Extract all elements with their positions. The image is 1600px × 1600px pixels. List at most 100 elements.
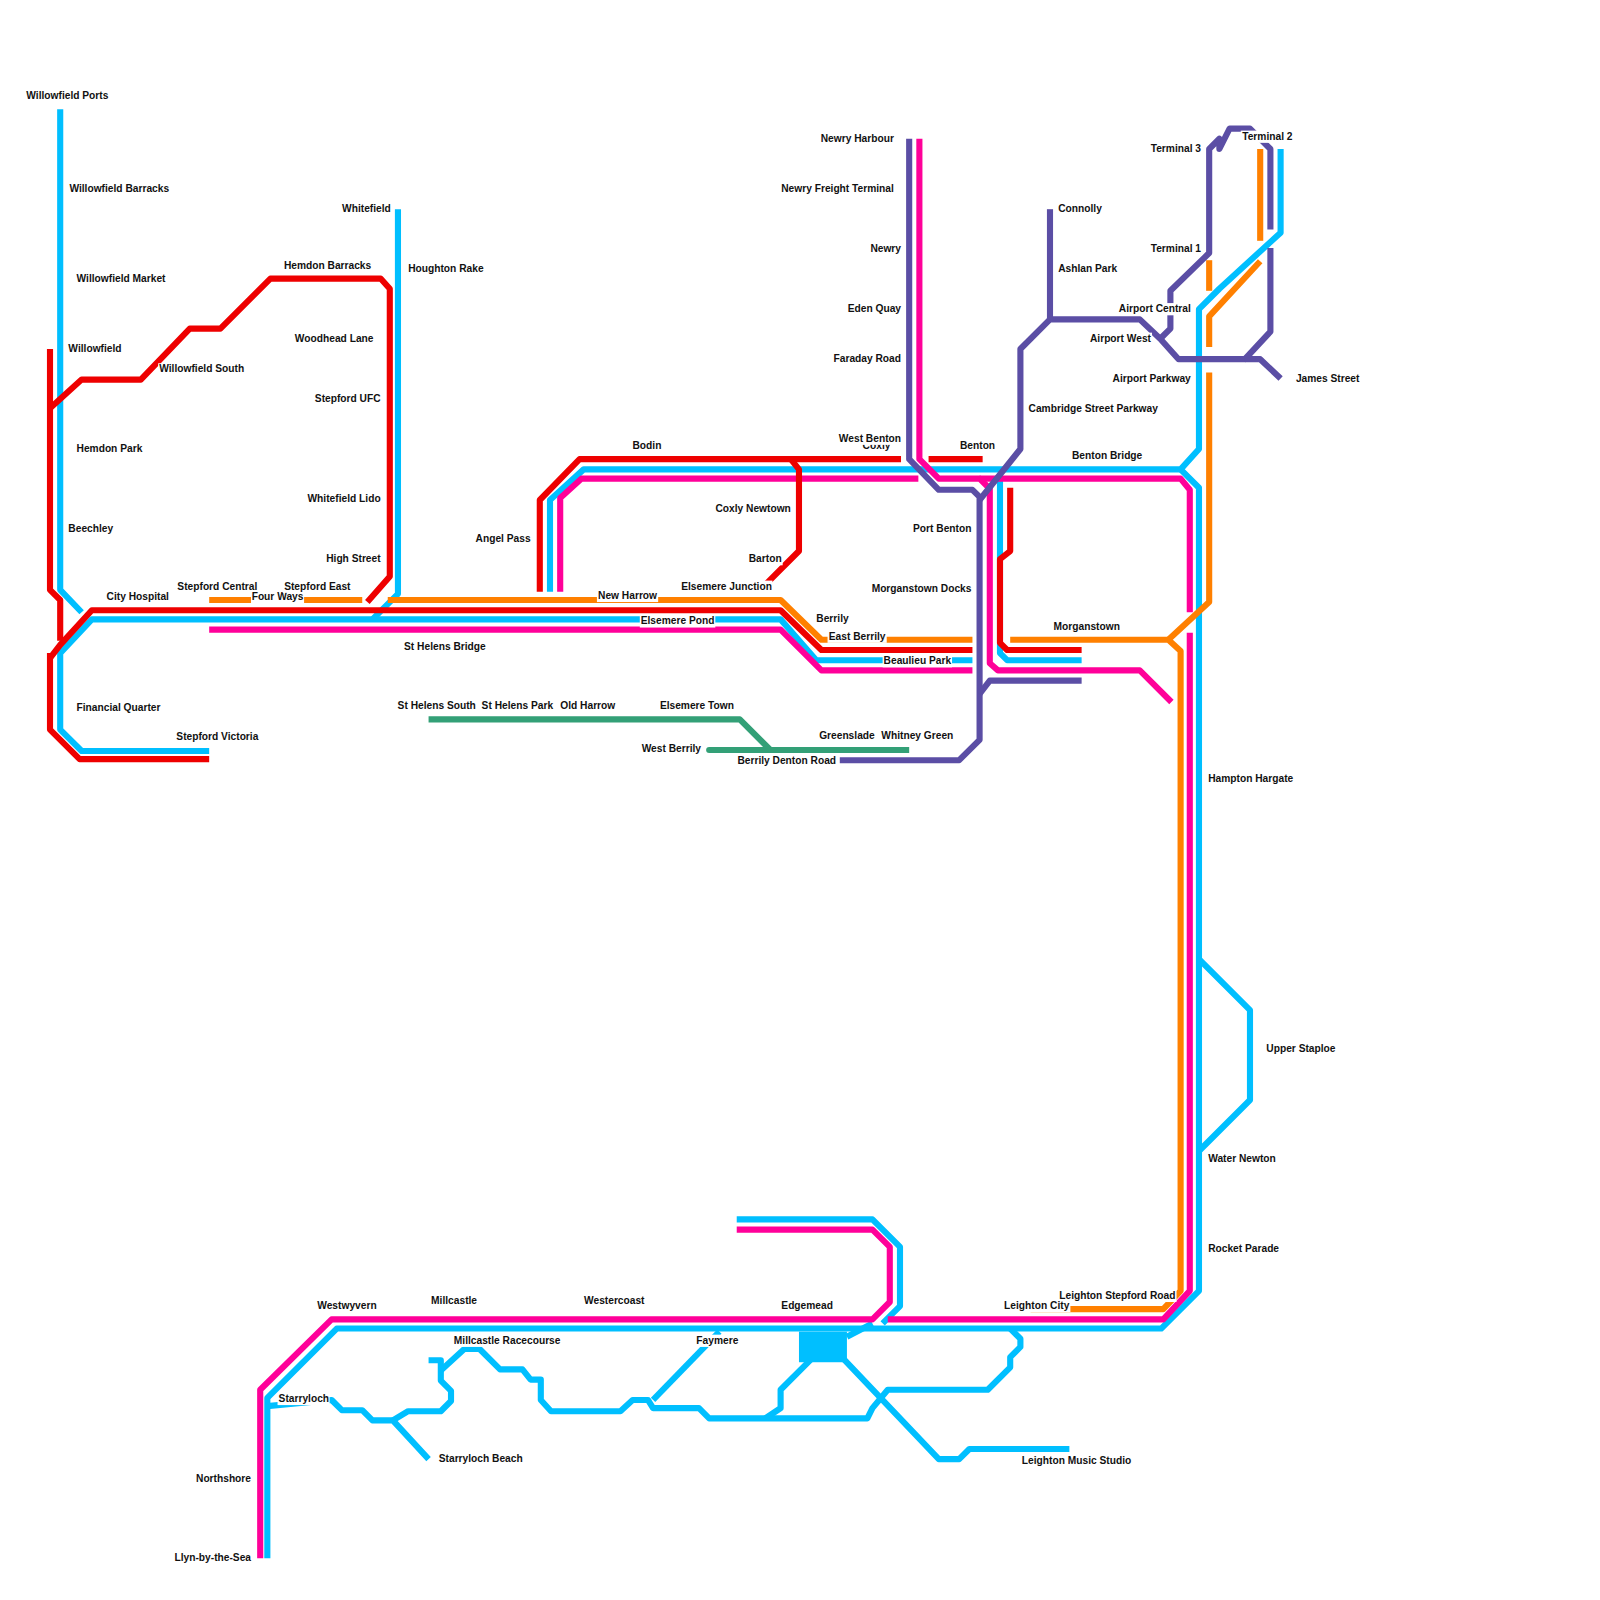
station-label: James Street — [1295, 372, 1361, 384]
station-label: Edgemead — [780, 1300, 834, 1312]
station-label: Stepford Victoria — [175, 731, 259, 743]
route-line — [560, 479, 918, 592]
route-line — [765, 1357, 813, 1418]
station-label: Westwyvern — [316, 1300, 377, 1312]
station-label: Elsemere Junction — [680, 581, 773, 593]
station-label: Willowfield Ports — [25, 90, 109, 102]
route-line — [50, 610, 972, 658]
station-label: Port Benton — [912, 522, 972, 534]
station-label: Leighton City — [1003, 1300, 1070, 1312]
station-label: Hampton Hargate — [1207, 772, 1294, 784]
route-line — [50, 279, 390, 602]
route-line — [1047, 209, 1053, 319]
station-label: Whitefield Lido — [306, 493, 381, 505]
station-label: Hemdon Park — [76, 443, 144, 455]
station-label: Millcastle — [430, 1295, 478, 1307]
station-label: Airport West — [1089, 333, 1152, 345]
station-label: Stepford East — [283, 581, 351, 593]
route-line — [441, 1329, 1021, 1419]
station-label: Benton Bridge — [1071, 450, 1143, 462]
station-label: Morganstown — [1053, 620, 1121, 632]
station-label: Airport Parkway — [1112, 372, 1192, 384]
station-label: Angel Pass — [475, 533, 532, 545]
station-label: Northshore — [195, 1472, 252, 1484]
station-label: Old Harrow — [559, 700, 616, 712]
route-line — [1206, 260, 1212, 291]
station-label: Financial Quarter — [76, 702, 162, 714]
route-line — [842, 1357, 1070, 1459]
route-line — [1000, 480, 1082, 661]
route-line — [760, 459, 799, 590]
station-label: Willowfield Market — [76, 272, 167, 284]
route-line — [847, 1323, 873, 1336]
route-line — [267, 469, 1199, 1558]
station-label: Houghton Rake — [407, 263, 484, 275]
route-line — [50, 653, 209, 759]
station-label: Terminal 3 — [1150, 143, 1202, 155]
station-label: Water Newton — [1207, 1153, 1277, 1165]
station-label: Airport Central — [1118, 303, 1192, 315]
station-label: Whitefield — [341, 203, 392, 215]
station-label: Llyn-by-the-Sea — [173, 1552, 252, 1564]
station-label: Westercoast — [583, 1295, 646, 1307]
route-line — [550, 149, 1281, 592]
magenta-routes — [209, 139, 1190, 1558]
station-label: Barton — [748, 553, 783, 565]
station-label: Willowfield — [67, 343, 122, 355]
station-label: St Helens South — [397, 700, 477, 712]
route-line — [267, 1400, 428, 1459]
station-label: Stepford Central — [176, 581, 258, 593]
station-label: East Berrily — [828, 631, 887, 643]
station-label: Eden Quay — [847, 303, 902, 315]
route-line — [1245, 359, 1281, 378]
station-label: Leighton Music Studio — [1021, 1455, 1132, 1467]
route-line — [260, 1230, 890, 1559]
route-line — [1010, 640, 1180, 1309]
route-line — [980, 681, 1082, 694]
station-label: Beechley — [67, 522, 114, 534]
red-routes — [50, 279, 1082, 760]
station-label: Cambridge Street Parkway — [1028, 403, 1159, 415]
station-label: Leighton Stepford Road — [1058, 1290, 1176, 1302]
station-label: Newry — [869, 243, 902, 255]
station-label: Terminal 2 — [1241, 131, 1293, 143]
station-label: Faymere — [695, 1335, 739, 1347]
station-label: Elsemere Pond — [640, 615, 716, 627]
station-label: Morganstown Docks — [871, 583, 973, 595]
station-label: Whitney Green — [880, 730, 954, 742]
station-label: St Helens Bridge — [403, 641, 487, 653]
station-label: High Street — [325, 553, 381, 565]
station-label: Connolly — [1057, 203, 1103, 215]
station-label: Benton — [959, 440, 996, 452]
station-label: New Harrow — [597, 590, 658, 602]
station-label: Rocket Parade — [1207, 1243, 1280, 1255]
route-line — [980, 248, 1271, 500]
station-label: Starryloch Beach — [438, 1453, 524, 1465]
station-label: Coxly Newtown — [714, 503, 791, 515]
station-label: Millcastle Racecourse — [453, 1335, 562, 1347]
station-label: Willowfield Barracks — [68, 183, 170, 195]
station-label: Hemdon Barracks — [283, 260, 372, 272]
route-line — [60, 619, 972, 751]
station-label: Faraday Road — [833, 353, 903, 365]
station-label: West Benton — [838, 433, 902, 445]
station-label: Newry Freight Terminal — [780, 183, 895, 195]
station-label: Bodin — [631, 440, 662, 452]
station-label: Stepford UFC — [314, 393, 382, 405]
purple-routes — [840, 129, 1281, 761]
station-label: Beaulieu Park — [883, 655, 953, 667]
station-label: Ashlan Park — [1057, 263, 1118, 275]
route-line — [50, 349, 60, 641]
cyan-routes — [60, 109, 1280, 1558]
station-label: Greenslade — [818, 730, 876, 742]
route-line — [1257, 149, 1263, 241]
route-line — [1199, 959, 1250, 1151]
station-label: Woodhead Lane — [294, 333, 375, 345]
route-line — [1168, 372, 1209, 639]
station-label: Upper Staploe — [1265, 1043, 1336, 1055]
station-label: City Hospital — [106, 591, 170, 603]
station-label: Berrily Denton Road — [736, 755, 837, 767]
station-label: Terminal 1 — [1150, 243, 1202, 255]
